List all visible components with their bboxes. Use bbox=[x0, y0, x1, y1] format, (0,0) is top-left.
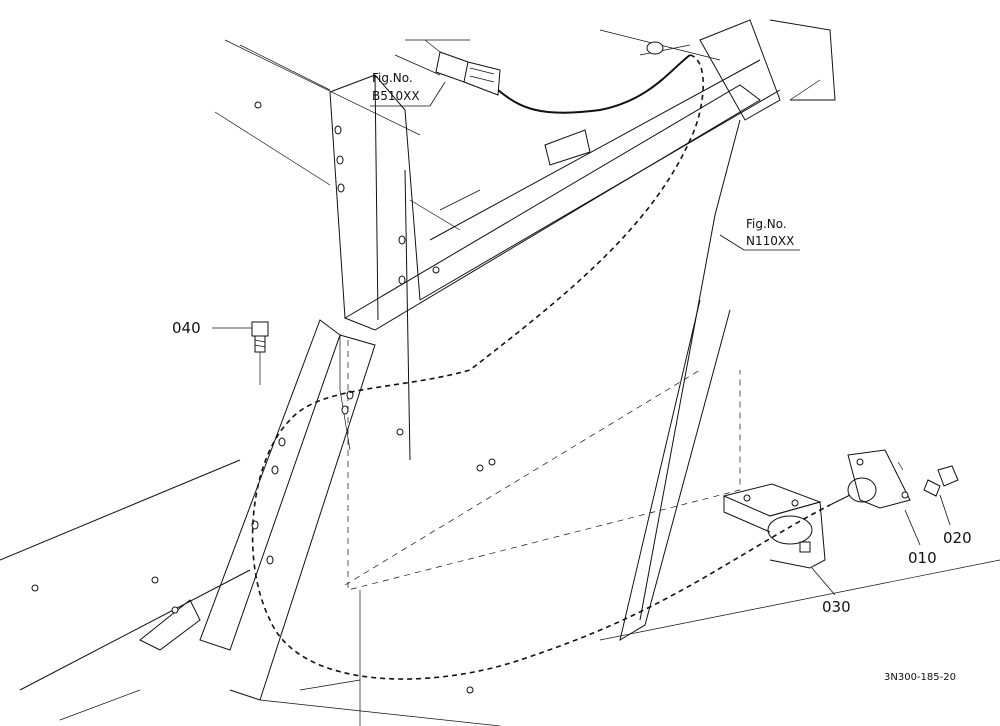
fig-ref-n110-prefix: Fig.No. bbox=[746, 217, 787, 231]
callout-040: 040 bbox=[172, 319, 201, 337]
fig-ref-n110-number: N110XX bbox=[746, 234, 794, 248]
leader-030 bbox=[811, 567, 836, 596]
fig-ref-b510-number: B510XX bbox=[372, 89, 420, 103]
callout-010: 010 bbox=[908, 549, 937, 567]
bolt-040 bbox=[251, 321, 269, 385]
lower-frame bbox=[0, 319, 1000, 726]
leader-010 bbox=[904, 509, 921, 546]
sensor-010 bbox=[829, 449, 911, 509]
harness-connector bbox=[424, 39, 691, 114]
leader-b510 bbox=[370, 81, 446, 107]
upper-frame bbox=[214, 19, 836, 331]
drawing-code: 3N300-185-20 bbox=[884, 672, 956, 683]
fitting-020 bbox=[923, 465, 959, 497]
fig-ref-b510-prefix: Fig.No. bbox=[372, 71, 413, 85]
bracket-030 bbox=[722, 483, 826, 569]
leader-020 bbox=[939, 494, 951, 526]
sensor-wire-route bbox=[251, 54, 831, 680]
callout-020: 020 bbox=[943, 529, 972, 547]
callout-030: 030 bbox=[822, 598, 851, 616]
leader-n110 bbox=[719, 234, 800, 251]
side-panel bbox=[339, 119, 741, 642]
